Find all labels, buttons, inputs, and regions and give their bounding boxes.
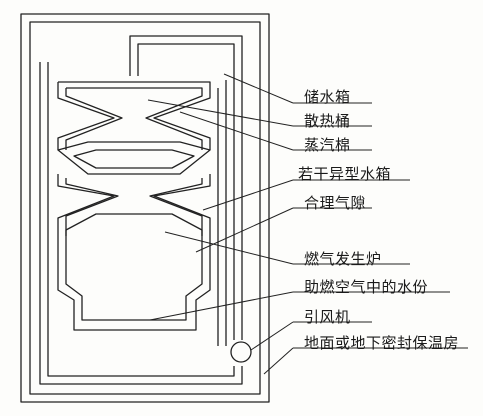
leader-shaped-tanks xyxy=(202,179,294,211)
shaped-tank-inner-right xyxy=(149,178,203,236)
left-duct-inner xyxy=(47,62,235,377)
leader-water-tank xyxy=(223,73,294,104)
label-shaped-tanks: 若干异型水箱 xyxy=(298,165,392,183)
label-radiator-bucket: 散热桶 xyxy=(304,112,351,130)
shaped-tank-outer-right xyxy=(153,174,211,236)
furnace-outer xyxy=(57,236,211,331)
label-insulated-room: 地面或地下密封保温房 xyxy=(304,334,460,352)
leader-room xyxy=(263,347,294,375)
leader-furnace xyxy=(164,231,294,265)
storage-tank-inner-left xyxy=(65,88,123,150)
label-water-tank: 储水箱 xyxy=(304,88,351,106)
storage-tank-outer xyxy=(58,81,211,150)
top-riser-inner xyxy=(137,43,235,340)
leader-steam-cotton xyxy=(179,111,294,151)
top-riser xyxy=(129,35,243,340)
radiator-outer xyxy=(57,141,211,175)
leader-radiator xyxy=(147,99,294,127)
label-combustion-air-moisture: 助燃空气中的水份 xyxy=(304,278,429,296)
shaped-tank-inner xyxy=(65,178,119,236)
left-duct xyxy=(39,62,243,385)
storage-tank-inner xyxy=(66,87,203,150)
label-steam-cotton: 蒸汽棉 xyxy=(304,136,351,154)
leader-moisture xyxy=(149,291,294,321)
label-gas-furnace: 燃气发生炉 xyxy=(304,250,382,268)
label-induced-fan: 引风机 xyxy=(304,308,351,326)
induced-fan xyxy=(230,341,252,363)
shaped-tank-outer xyxy=(57,174,115,236)
storage-tank-outer-left xyxy=(57,82,115,150)
leader-fan xyxy=(250,321,294,351)
furnace-inner xyxy=(65,213,203,321)
radiator-inner xyxy=(73,149,195,169)
label-air-gap: 合理气隙 xyxy=(304,194,367,212)
room-outer-wall xyxy=(20,13,270,403)
room-inner-wall xyxy=(29,21,261,395)
leader-lines xyxy=(147,73,468,375)
leader-air-gap xyxy=(195,207,294,253)
